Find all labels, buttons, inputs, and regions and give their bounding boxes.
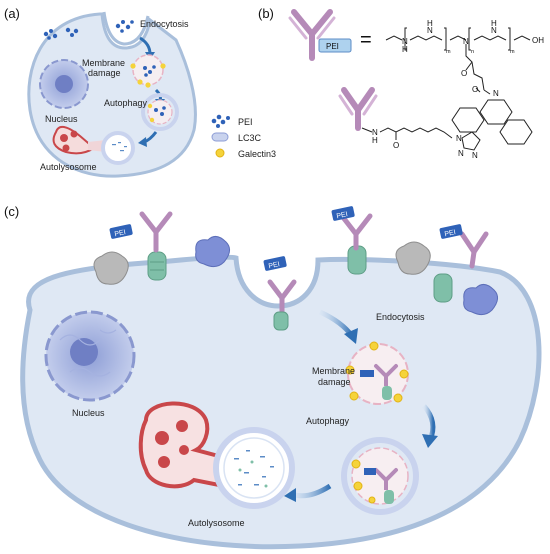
chem-o-3: O <box>393 141 399 150</box>
chem-n-tri-1: N <box>456 134 462 143</box>
panel-a-pei-cluster-outside <box>43 27 79 40</box>
panel-c-antibody-pei-1: PEI <box>109 211 173 253</box>
panel-a-nucleus-label: Nucleus <box>45 114 78 124</box>
panel-a-membrane-label-1: Membrane <box>82 58 125 68</box>
panel-a-arrowhead-3 <box>138 137 147 147</box>
panel-a-endocytosis-label: Endocytosis <box>140 19 189 29</box>
panel-c-autophagy-label: Autophagy <box>306 416 350 426</box>
chem-oh: OH <box>532 36 544 45</box>
panel-c-nucleus <box>44 310 136 402</box>
panel-c-antibody-pei-3: PEI <box>439 224 489 269</box>
panel-a-invagination <box>102 11 150 46</box>
chem-nh-link-n: N <box>372 128 378 137</box>
panel-c-autolysosome-label: Autolysosome <box>188 518 245 528</box>
chem-o-1: O <box>461 69 467 78</box>
panel-b: (b) PEI = <box>258 6 544 160</box>
panel-a-nucleus <box>39 59 89 109</box>
panel-c-pei-tag-4: PEI <box>268 261 281 270</box>
legend-pei-label: PEI <box>238 117 253 127</box>
panel-c-gray-protein-2 <box>395 241 431 275</box>
panel-a-membrane-label-2: damage <box>88 68 121 78</box>
chem-nh-link-h: H <box>372 136 378 145</box>
panel-c: (c) Nucleus <box>4 204 542 550</box>
panel-a-autophagy-label: Autophagy <box>104 98 148 108</box>
chem-sub-m-1: m <box>446 49 451 55</box>
panel-c-autophagosome <box>341 437 419 515</box>
chem-n-2: N <box>427 26 433 35</box>
panel-c-endocytosis-label: Endocytosis <box>376 312 425 322</box>
panel-c-damaged-endosome <box>345 341 409 405</box>
panel-c-autolysosome <box>138 401 295 509</box>
panel-b-antibody-pei-icon: PEI <box>288 9 352 61</box>
chem-h-2: H <box>427 19 433 28</box>
chem-n-ring: N <box>493 89 499 98</box>
chem-sub-m-2: m <box>510 49 515 55</box>
chem-n-1: N <box>402 37 408 46</box>
panel-c-blue-protein-1 <box>195 236 230 268</box>
panel-c-label: (c) <box>4 204 19 219</box>
panel-c-pei-tag-3: PEI <box>444 229 457 238</box>
galectin3-dot-icon <box>215 148 225 158</box>
chem-sub-n: n <box>471 49 474 55</box>
panel-b-chem-labels: N H N H N N H m n m OH O O O N N N N N H <box>372 19 544 160</box>
chem-h-3: H <box>491 19 497 28</box>
panel-c-arrowhead-3 <box>284 488 296 502</box>
panel-c-antibody-pei-2: PEI <box>331 206 373 251</box>
panel-c-nucleus-label: Nucleus <box>72 408 105 418</box>
panel-b-pei-tag: PEI <box>326 42 339 51</box>
panel-a-autolysosome <box>52 125 135 165</box>
lc3c-capsule-icon <box>211 132 229 142</box>
panel-c-membrane-label-1: Membrane <box>312 366 355 376</box>
panel-b-label: (b) <box>258 6 274 21</box>
panel-c-arrowhead-2 <box>422 434 438 448</box>
legend-galectin3-label: Galectin3 <box>238 149 276 159</box>
panel-c-green-receptor-1 <box>147 251 167 281</box>
panel-b-chemical-structure <box>379 27 533 151</box>
chem-n-3: N <box>491 26 497 35</box>
panel-c-gray-protein-1 <box>93 251 129 285</box>
chem-n-tri-2: N <box>458 149 464 158</box>
panel-a-autophagosome <box>141 93 179 131</box>
pei-polymer-icon <box>211 114 230 128</box>
chem-n-tri-3: N <box>472 151 478 160</box>
panel-b-antibody-icon <box>338 87 378 133</box>
panel-a-damaged-endosome <box>130 54 166 88</box>
panel-a-label: (a) <box>4 6 20 21</box>
panel-a-legend: PEI LC3C Galectin3 <box>211 114 276 159</box>
panel-a: (a) Nucleus Endocytosis Membrane dama <box>4 6 276 178</box>
panel-c-pei-tag-1: PEI <box>114 229 127 238</box>
panel-c-green-receptor-3 <box>433 273 453 303</box>
panel-c-pei-tag-2: PEI <box>336 211 349 220</box>
panel-c-arrowhead-1 <box>344 328 358 344</box>
panel-c-antibody-pei-4: PEI <box>263 256 297 331</box>
legend-lc3c-label: LC3C <box>238 133 262 143</box>
chem-n-tert: N <box>463 37 469 46</box>
panel-c-blue-protein-2 <box>463 284 498 316</box>
panel-a-pei-cluster-endosome <box>115 20 134 33</box>
panel-b-equals: = <box>360 29 372 51</box>
panel-a-autolysosome-label: Autolysosome <box>40 162 97 172</box>
panel-c-membrane-label-2: damage <box>318 377 351 387</box>
chem-o-2: O <box>472 85 478 94</box>
chem-h-1: H <box>402 45 408 54</box>
